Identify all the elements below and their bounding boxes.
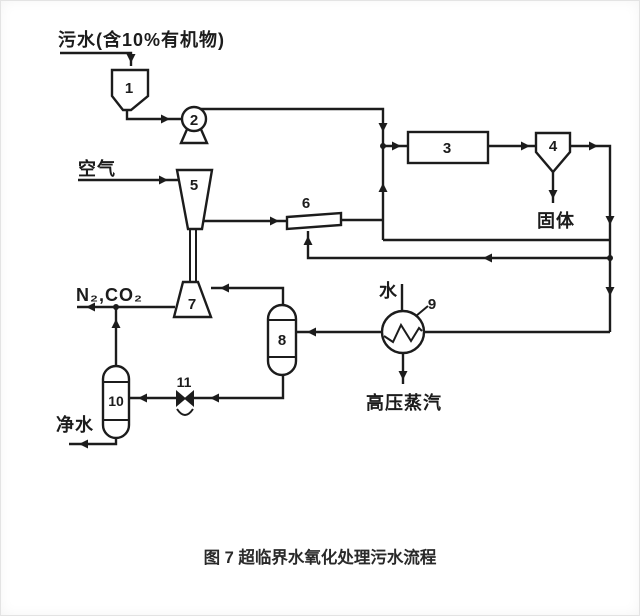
steam-generator-9-coil <box>383 322 423 344</box>
arrow-right-line-down-2 <box>605 287 615 296</box>
compressor-5 <box>175 168 214 231</box>
arrow-right-line-down-1 <box>605 216 615 225</box>
pipe-separator-outlet-right <box>570 144 612 332</box>
jet-pump-6 <box>285 211 343 231</box>
figure-caption: 图 7 超临界水氧化处理污水流程 1-污水槽；2-污水泵；3-氧化反应器；4-固… <box>0 486 640 616</box>
arrow-into-valve <box>210 393 219 403</box>
arrow-recycle-up-into-jet <box>303 236 313 245</box>
label-air: 空气 <box>78 158 116 179</box>
label-hp-steam: 高压蒸汽 <box>366 392 442 413</box>
num-compressor-5: 5 <box>190 177 198 194</box>
label-clean-water: 净水 <box>56 414 94 435</box>
turbine-7 <box>172 280 213 319</box>
arrow-offgas-left <box>86 302 95 312</box>
valve-11-actuator <box>176 408 194 416</box>
separator-4 <box>534 131 572 174</box>
stream-labels: 污水(含10%有机物) 空气 N₂,CO₂ 固体 水 高压蒸汽 净水 <box>56 29 575 435</box>
arrow-into-tank <box>126 54 136 63</box>
valve-11-left-wing <box>176 390 186 407</box>
num-reactor-3: 3 <box>443 140 451 157</box>
pipe-clean-water-out <box>69 438 118 446</box>
pump-2-body <box>180 105 208 133</box>
pipe-tank-to-pump <box>125 111 181 121</box>
num-jet-pump-6: 6 <box>302 195 310 212</box>
num-separator-4: 4 <box>549 138 558 155</box>
num-separator-8: 8 <box>278 332 286 349</box>
label-solids: 固体 <box>537 210 575 231</box>
num-separator-10: 10 <box>108 393 124 409</box>
label-water: 水 <box>379 280 398 301</box>
arrow-jet-up-to-junction <box>378 183 388 192</box>
junction-reactor-feed <box>380 143 386 149</box>
arrow-into-turbine <box>220 283 229 293</box>
arrow-solids-down <box>548 190 558 199</box>
arrow-steam-down <box>398 371 408 380</box>
junction-offgas <box>113 304 119 310</box>
pipe-pump-discharge <box>200 107 385 240</box>
arrow-air-in <box>159 175 168 185</box>
arrow-into-separator4 <box>521 141 530 151</box>
arrow-into-sep8 <box>307 327 316 337</box>
arrow-into-pump <box>161 114 170 124</box>
tank-1-hopper <box>110 68 150 112</box>
equipment-numbers: 1 2 3 4 5 6 7 8 9 10 11 <box>108 80 558 409</box>
pipe-feed-to-tank <box>60 51 133 66</box>
pipes <box>60 51 612 446</box>
pipe-recycle-line <box>306 231 610 260</box>
junctions <box>113 143 613 310</box>
num-tank-1: 1 <box>125 80 133 97</box>
arrow-into-reactor <box>392 141 401 151</box>
equipment <box>101 68 572 440</box>
junction-recycle <box>607 255 613 261</box>
pipe-sep8-gas-to-turbine <box>211 286 285 306</box>
label9-pointer-line <box>415 305 429 317</box>
pipe-sep8-liquid-to-valve <box>194 375 285 400</box>
arrow-recycle-left <box>483 253 492 263</box>
label-feed: 污水(含10%有机物) <box>58 29 225 50</box>
arrow-air-into-jet <box>270 216 279 226</box>
reactor-3 <box>406 130 490 165</box>
flow-arrows <box>79 54 615 449</box>
num-pump-2: 2 <box>190 112 198 129</box>
num-valve-11: 11 <box>177 374 192 390</box>
arrow-clean-water-left <box>79 439 88 449</box>
num-steam-gen-9: 9 <box>428 296 436 313</box>
arrow-into-sep10 <box>138 393 147 403</box>
arrow-pump-down <box>378 123 388 132</box>
num-turbine-7: 7 <box>188 296 196 313</box>
label-offgas: N₂,CO₂ <box>76 285 143 305</box>
arrow-sep10-gas-up <box>111 319 121 328</box>
arrow-sep4-outlet <box>589 141 598 151</box>
valve-11-right-wing <box>184 390 194 407</box>
figure-title: 图 7 超临界水氧化处理污水流程 <box>203 549 437 567</box>
process-flow-diagram: 污水(含10%有机物) 空气 N₂,CO₂ 固体 水 高压蒸汽 净水 1 2 3… <box>56 29 615 449</box>
